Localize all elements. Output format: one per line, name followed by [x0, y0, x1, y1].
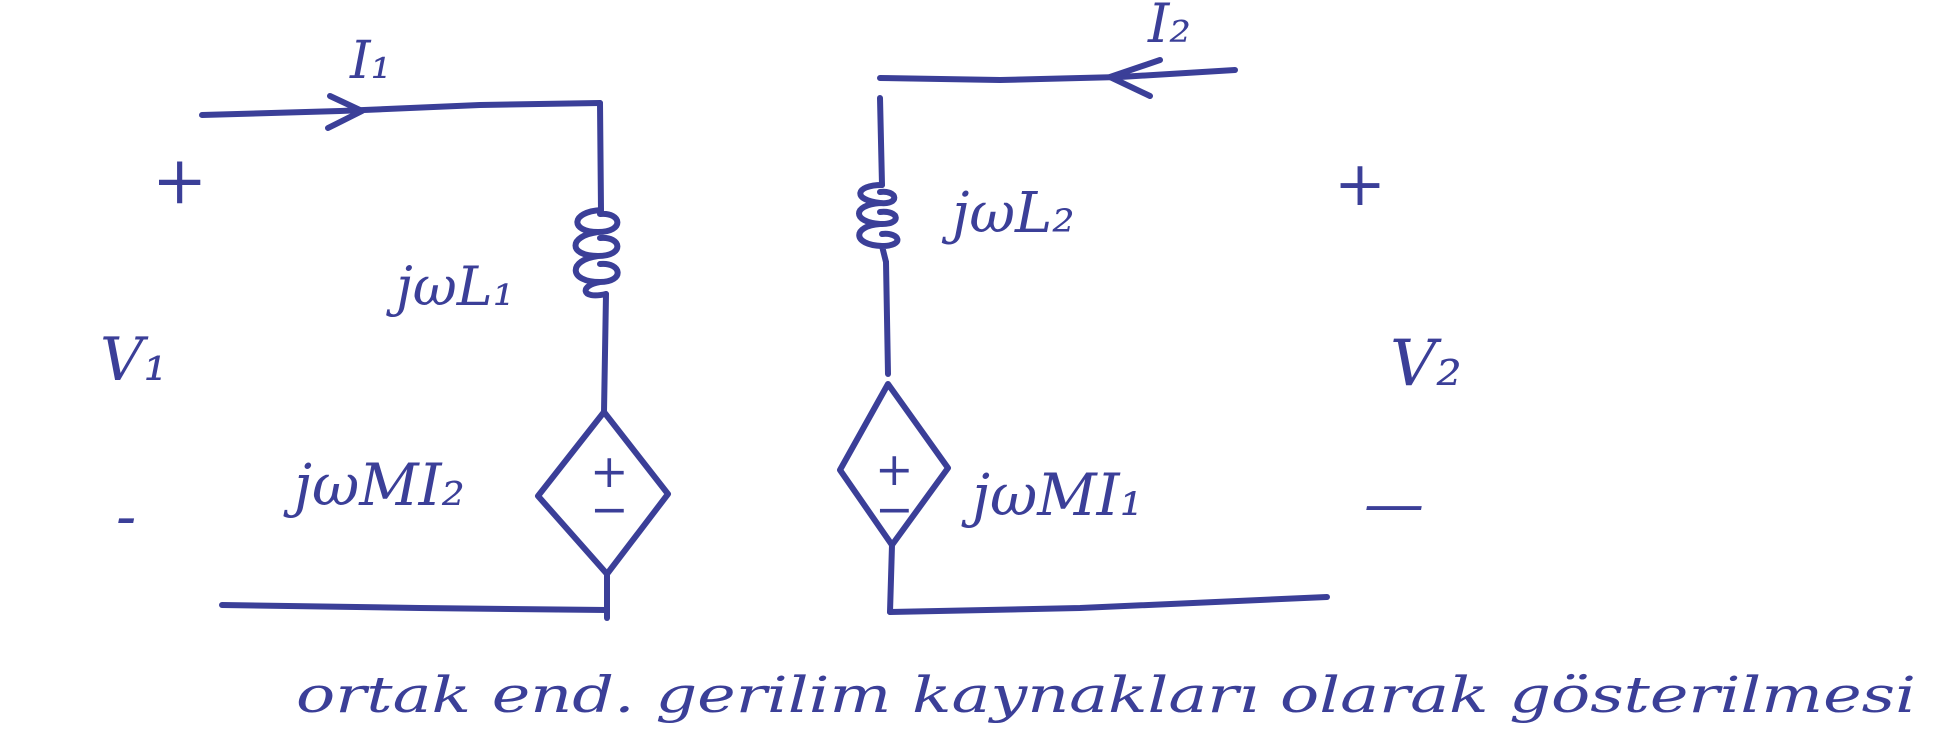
left-plus-label: +: [152, 142, 207, 219]
left-top-wire: [199, 100, 603, 118]
right-minus-label: —: [1364, 469, 1424, 539]
left-right-wire-upper: [597, 100, 604, 213]
left-inductor-label: jωL₁: [386, 255, 514, 318]
right-circuit: I₂ + V₂ — jωL₂ jωMI₁ + −: [837, 0, 1462, 615]
right-inductor-coil: [856, 182, 901, 265]
right-plus-label: +: [1334, 147, 1386, 220]
left-current-label: I₁: [349, 31, 391, 91]
right-left-wire-middle: [883, 259, 891, 377]
right-inductor-label: jωL₂: [941, 181, 1075, 246]
left-source-plus: +: [590, 444, 629, 498]
left-bottom-wire: [219, 602, 610, 613]
right-current-arrow: [1107, 57, 1163, 99]
left-source-label: jωMI₂: [283, 451, 465, 519]
right-current-label: I₂: [1147, 0, 1191, 55]
right-bottom-wire: [887, 594, 1330, 615]
right-source-label: jωMI₁: [961, 461, 1143, 529]
left-current-arrow: [325, 93, 365, 131]
caption-text: ortak end. gerilim kaynakları olarak gös…: [296, 666, 1916, 724]
left-minus-label: -: [116, 482, 136, 552]
right-top-wire: [877, 67, 1238, 83]
left-right-wire-middle: [601, 291, 609, 415]
left-voltage-label: V₁: [100, 325, 167, 395]
right-left-wire-upper: [877, 95, 885, 188]
left-inductor-coil: [572, 207, 621, 299]
right-source-minus: −: [875, 482, 914, 536]
left-source-minus: −: [590, 482, 629, 536]
right-source-plus: +: [875, 442, 914, 496]
right-voltage-label: V₂: [1390, 327, 1462, 401]
right-left-wire-lower: [887, 542, 895, 615]
left-circuit: I₁ + V₁ - jωL₁ jωMI₂ + −: [100, 31, 671, 621]
